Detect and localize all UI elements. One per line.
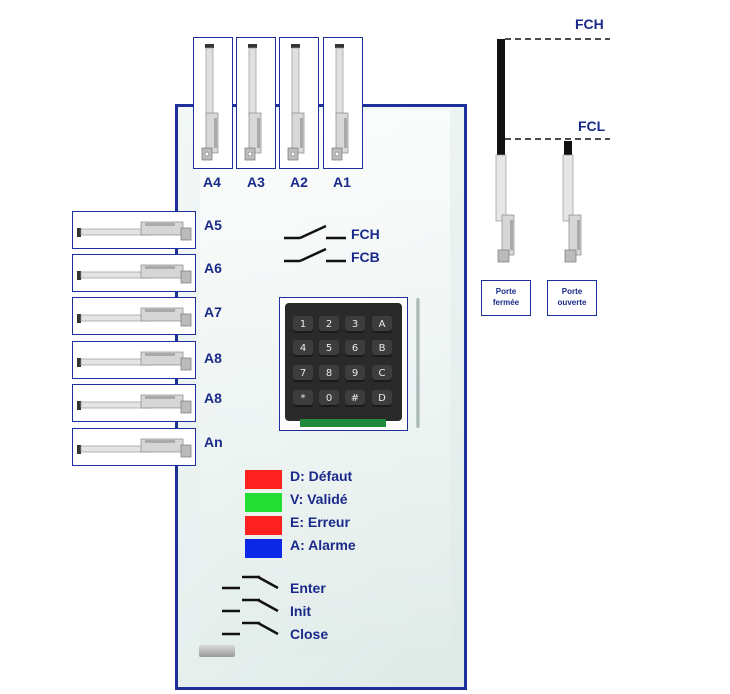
- porte-fermee-box: Porte fermée: [481, 280, 531, 316]
- switch-icon: [222, 598, 279, 613]
- actuator-label-a8-second: A8: [204, 390, 222, 406]
- switch-icon: [284, 224, 346, 240]
- legend-text-erreur: E: Erreur: [290, 514, 350, 530]
- linear-actuator-icon: [77, 307, 192, 327]
- key-a[interactable]: A: [372, 316, 392, 333]
- porte-ouverte-line1: Porte: [561, 287, 583, 296]
- actuator-a4: [193, 37, 233, 169]
- legend-swatch-alarme: [245, 539, 282, 558]
- keypad: 1 2 3 A 4 5 6 B 7 8 9 C * 0 # D: [279, 297, 408, 431]
- linear-actuator-icon: [495, 39, 515, 263]
- actuator-label-a5: A5: [204, 217, 222, 233]
- switch-icon: [222, 621, 279, 636]
- porte-fermee-line1: Porte: [495, 287, 517, 296]
- switch-label-fch: FCH: [351, 226, 380, 242]
- limit-label-fcl: FCL: [578, 118, 606, 134]
- switch-icon: [222, 575, 279, 590]
- door-handle: [416, 298, 420, 428]
- limit-diagram: [495, 38, 610, 263]
- actuator-a7: [72, 297, 196, 335]
- actuator-label-a7: A7: [204, 304, 222, 320]
- key-0[interactable]: 0: [319, 390, 339, 407]
- key-1[interactable]: 1: [293, 316, 313, 333]
- door-hinge: [199, 645, 235, 657]
- actuator-label-a1: A1: [333, 174, 351, 190]
- key-b[interactable]: B: [372, 340, 392, 357]
- switch-icon: [284, 247, 346, 263]
- actuator-label-a8: A8: [204, 350, 222, 366]
- key-4[interactable]: 4: [293, 340, 313, 357]
- actuator-an: [72, 428, 196, 466]
- actuator-label-a2: A2: [290, 174, 308, 190]
- key-star[interactable]: *: [293, 390, 313, 407]
- key-d[interactable]: D: [372, 390, 392, 407]
- linear-actuator-icon: [77, 438, 192, 458]
- legend-swatch-erreur: [245, 516, 282, 535]
- key-hash[interactable]: #: [345, 390, 365, 407]
- legend-swatch-defaut: [245, 470, 282, 489]
- porte-ouverte-line2: ouverte: [557, 298, 587, 307]
- button-label-close[interactable]: Close: [290, 626, 329, 642]
- actuator-a8: [72, 341, 196, 379]
- switch-label-fcb: FCB: [351, 249, 380, 265]
- button-label-init[interactable]: Init: [290, 603, 311, 619]
- actuator-label-a6: A6: [204, 260, 222, 276]
- linear-actuator-icon: [244, 44, 262, 161]
- linear-actuator-icon: [77, 221, 192, 241]
- actuator-a8-second: [72, 384, 196, 422]
- linear-actuator-icon: [331, 44, 349, 161]
- key-3[interactable]: 3: [345, 316, 365, 333]
- linear-actuator-icon: [201, 44, 219, 161]
- legend-text-defaut: D: Défaut: [290, 468, 353, 484]
- linear-actuator-icon: [77, 264, 192, 284]
- actuator-label-an: An: [204, 434, 223, 450]
- linear-actuator-icon: [287, 44, 305, 161]
- keypad-connector: [300, 419, 386, 427]
- key-7[interactable]: 7: [293, 365, 313, 382]
- keypad-body: 1 2 3 A 4 5 6 B 7 8 9 C * 0 # D: [285, 303, 402, 421]
- actuator-label-a3: A3: [247, 174, 265, 190]
- actuator-a5: [72, 211, 196, 249]
- key-8[interactable]: 8: [319, 365, 339, 382]
- actuator-a3: [236, 37, 276, 169]
- legend-text-valide: V: Validé: [290, 491, 348, 507]
- button-label-enter[interactable]: Enter: [290, 580, 326, 596]
- legend-text-alarme: A: Alarme: [290, 537, 356, 553]
- key-9[interactable]: 9: [345, 365, 365, 382]
- key-c[interactable]: C: [372, 365, 392, 382]
- limit-label-fch: FCH: [575, 16, 604, 32]
- linear-actuator-icon: [77, 351, 192, 371]
- porte-ouverte-box: Porte ouverte: [547, 280, 597, 316]
- key-5[interactable]: 5: [319, 340, 339, 357]
- limit-switch-symbols: [284, 224, 346, 263]
- push-button-symbols: [222, 575, 279, 636]
- actuator-label-a4: A4: [203, 174, 221, 190]
- key-2[interactable]: 2: [319, 316, 339, 333]
- actuator-a1: [323, 37, 363, 169]
- actuator-a6: [72, 254, 196, 292]
- linear-actuator-icon: [77, 394, 192, 414]
- key-6[interactable]: 6: [345, 340, 365, 357]
- actuator-a2: [279, 37, 319, 169]
- porte-fermee-line2: fermée: [492, 298, 520, 307]
- linear-actuator-icon: [562, 141, 582, 263]
- legend-swatch-valide: [245, 493, 282, 512]
